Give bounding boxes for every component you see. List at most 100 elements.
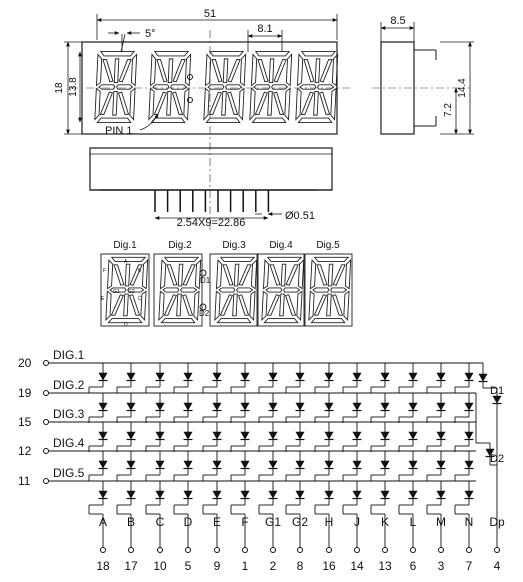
segment-terminal bbox=[297, 547, 303, 553]
height-inner-dim-label: 13.8 bbox=[68, 77, 79, 97]
segment-m bbox=[176, 293, 182, 317]
led-diode bbox=[98, 372, 108, 382]
digit-cell-4 bbox=[256, 253, 306, 327]
led-diode bbox=[464, 402, 474, 412]
segment-f bbox=[296, 53, 304, 87]
segment-c bbox=[343, 290, 350, 322]
segment-pin-number: 18 bbox=[96, 559, 110, 573]
segment-d bbox=[150, 117, 186, 123]
led-diode bbox=[155, 460, 165, 470]
digit-pin-number: 15 bbox=[18, 415, 32, 429]
pin-legs bbox=[154, 190, 270, 212]
segment-a bbox=[300, 51, 337, 57]
segment-letter-g1: G1 bbox=[113, 289, 120, 295]
segment-terminal bbox=[100, 547, 106, 553]
pin-spacing-dim-label: 2.54X9=22.86 bbox=[177, 217, 246, 229]
segment-letter-d: D bbox=[124, 322, 128, 328]
segment-letter-g2: G2 bbox=[128, 289, 135, 295]
diode-triangle bbox=[240, 372, 250, 381]
segment-n bbox=[266, 294, 281, 316]
segment-letter-f: F bbox=[103, 268, 106, 274]
segment-f bbox=[215, 258, 223, 290]
segment-k bbox=[273, 59, 287, 83]
diode-triangle bbox=[183, 402, 193, 411]
diode-triangle bbox=[380, 460, 390, 469]
front-digit-5 bbox=[295, 51, 339, 123]
mid-digit-1 bbox=[105, 256, 149, 324]
segment-g1 bbox=[109, 287, 127, 293]
segment-d bbox=[310, 318, 346, 324]
segment-a bbox=[254, 51, 291, 57]
diode-triangle bbox=[436, 402, 446, 411]
segment-letter-a: A bbox=[124, 259, 128, 265]
segment-terminal bbox=[494, 547, 500, 553]
segment-b bbox=[239, 53, 247, 87]
diode-triangle bbox=[464, 460, 474, 469]
segment-l bbox=[284, 294, 297, 316]
segment-m bbox=[232, 293, 238, 317]
led-diode bbox=[212, 431, 222, 441]
led-diode bbox=[268, 402, 278, 412]
digit-pin-number: 19 bbox=[18, 386, 32, 400]
diode-triangle bbox=[240, 402, 250, 411]
digit-line-label: DIG.5 bbox=[53, 466, 85, 480]
segment-label: E bbox=[213, 515, 221, 529]
diode-triangle bbox=[352, 460, 362, 469]
led-diode bbox=[408, 402, 418, 412]
led-diode bbox=[155, 372, 165, 382]
segment-d bbox=[251, 117, 287, 123]
segment-j bbox=[222, 58, 229, 84]
d2-diode bbox=[485, 448, 495, 458]
diode-triangle bbox=[268, 402, 278, 411]
led-diode bbox=[212, 402, 222, 412]
segment-g2 bbox=[330, 287, 348, 293]
front-view: 51 5° 8.1 18 13.8 PIN 1 bbox=[54, 8, 350, 230]
segment-pin-number: 2 bbox=[270, 559, 277, 573]
led-diode bbox=[268, 490, 278, 500]
segment-terminal bbox=[242, 547, 248, 553]
width-dim-label: 51 bbox=[204, 8, 216, 20]
diode-triangle bbox=[408, 402, 418, 411]
led-diode bbox=[436, 490, 446, 500]
front-digit-4 bbox=[249, 51, 293, 123]
segment-label: G1 bbox=[265, 515, 281, 529]
segment-g1 bbox=[312, 287, 330, 293]
diode-triangle bbox=[436, 431, 446, 440]
pin1-label: PIN 1 bbox=[105, 125, 133, 137]
led-diode bbox=[183, 460, 193, 470]
segment-label: A bbox=[99, 515, 107, 529]
led-diode bbox=[126, 460, 136, 470]
led-diode bbox=[155, 431, 165, 441]
led-diode bbox=[464, 372, 474, 382]
diode-triangle bbox=[155, 372, 165, 381]
d1-diode bbox=[492, 395, 502, 405]
digit-line-label: DIG.1 bbox=[53, 348, 85, 362]
mid-digit-3 bbox=[214, 256, 258, 324]
led-diode bbox=[268, 372, 278, 382]
segment-d bbox=[216, 318, 252, 324]
digit-cell-2 bbox=[153, 253, 203, 327]
segment-d bbox=[96, 117, 132, 123]
digit-cell-5 bbox=[303, 253, 353, 327]
led-diode bbox=[464, 460, 474, 470]
angle-dim-label: 5° bbox=[145, 28, 156, 40]
d1-diode-top bbox=[478, 373, 488, 383]
led-diode bbox=[324, 372, 334, 382]
segment-k bbox=[129, 264, 143, 286]
led-diode bbox=[380, 490, 390, 500]
segment-g1 bbox=[253, 84, 271, 90]
led-diode bbox=[126, 372, 136, 382]
colon-label-top: D1 bbox=[200, 276, 211, 285]
segment-g1 bbox=[265, 287, 283, 293]
segment-pin-number: 17 bbox=[124, 559, 138, 573]
segment-g2 bbox=[127, 287, 145, 293]
segment-h bbox=[166, 264, 178, 286]
diode-triangle bbox=[408, 372, 418, 381]
diode-triangle bbox=[268, 372, 278, 381]
segment-k bbox=[319, 59, 333, 83]
diode-triangle bbox=[464, 402, 474, 411]
schematic: 20DIG.119DIG.215DIG.312DIG.411DIG.5D1D2A… bbox=[18, 348, 505, 573]
digit-line-label: DIG.2 bbox=[53, 378, 85, 392]
segment-e bbox=[94, 87, 101, 121]
diode-triangle bbox=[380, 490, 390, 499]
